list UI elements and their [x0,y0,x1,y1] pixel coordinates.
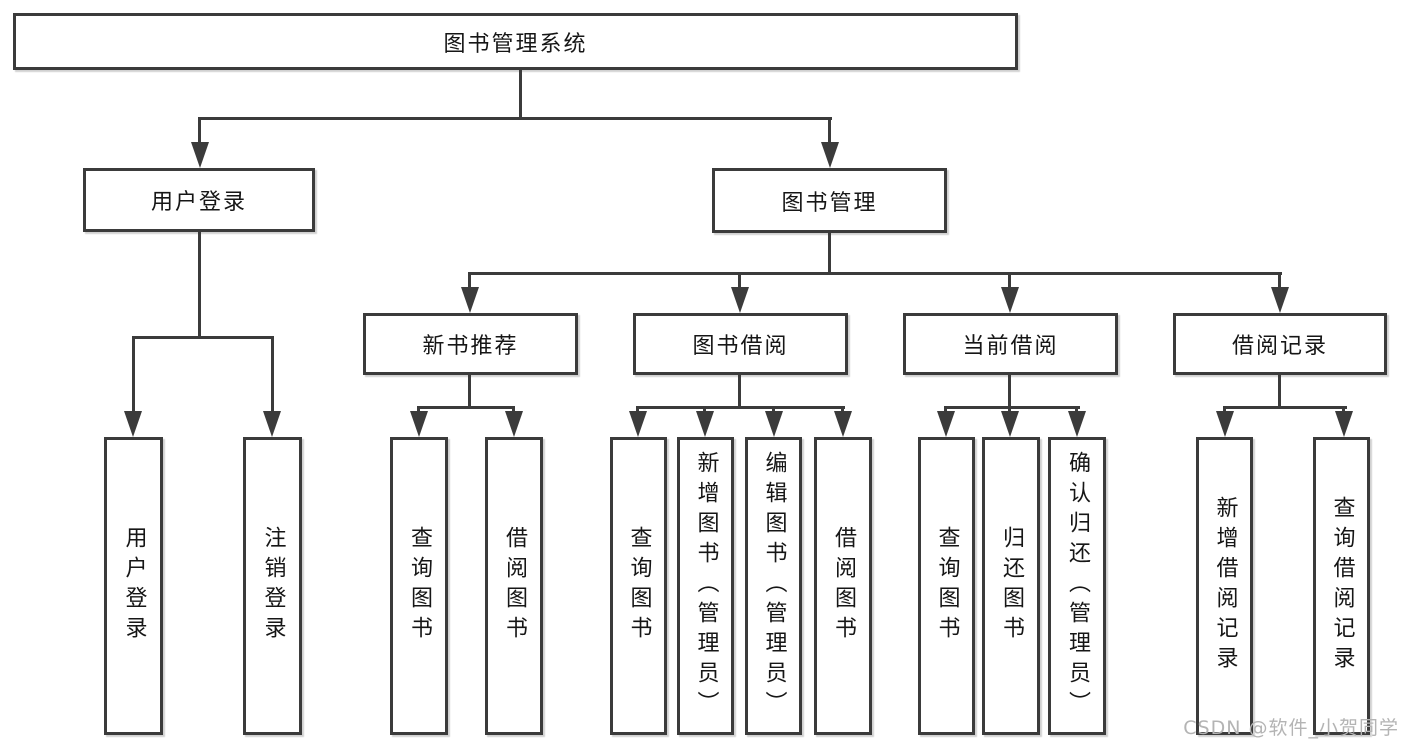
node-user-login: 用户登录 [83,168,315,232]
node-label: 图书借阅 [692,334,789,359]
connector-cb-rail [944,406,1080,409]
connector-cb-stem [1008,375,1011,408]
leaf-user-login: 用户登录 [104,437,163,735]
leaf-borrow-books-bb: 借阅图书 [814,437,872,735]
node-label: 当前借阅 [962,334,1059,359]
arrow-down-icon [696,411,714,437]
node-label: 用户登录 [150,190,247,215]
csdn-watermark: CSDN @软件_小贺同学 [1183,717,1399,739]
node-new-book-recommend: 新书推荐 [363,313,578,375]
connector-br-rail [1223,406,1347,409]
connector-drop-borrow-record [1278,272,1281,290]
arrow-down-icon [731,287,749,313]
node-label: 图书管理 [781,190,878,216]
connector-drop [944,406,947,414]
node-label: 查询借阅记录 [1329,496,1355,676]
connector-book-mgmt-rail [468,272,1282,275]
connector-root-stem [519,70,522,118]
node-label: 确认归还（管理员） [1065,451,1090,721]
leaf-query-books-bb: 查询图书 [610,437,667,735]
connector-drop [636,406,639,414]
connector-nbr-rail [417,406,515,409]
arrow-down-icon [834,411,852,437]
connector-drop [1223,406,1226,414]
node-book-management: 图书管理 [712,168,947,233]
arrow-down-icon [1001,411,1019,437]
node-label: 查询图书 [934,526,960,646]
connector-drop-new-book-rec [468,272,471,290]
connector-drop [1075,406,1078,414]
connector-drop-user-login [198,117,201,145]
arrow-down-icon [821,142,839,168]
leaf-query-borrow-record: 查询借阅记录 [1313,437,1370,735]
node-label: 借阅记录 [1231,334,1328,359]
connector-drop-current-borrow [1008,272,1011,290]
leaf-confirm-return-admin: 确认归还（管理员） [1048,437,1106,735]
leaf-borrow-books-nbr: 借阅图书 [485,437,543,735]
node-label: 图书管理系统 [443,31,588,57]
connector-drop [841,406,844,414]
connector-user-login-rail [132,336,274,339]
arrow-down-icon [629,411,647,437]
arrow-down-icon [1068,411,1086,437]
arrow-down-icon [410,411,428,437]
connector-drop [512,406,515,414]
node-book-borrowing: 图书借阅 [633,313,848,375]
leaf-query-books-nbr: 查询图书 [390,437,448,735]
arrow-down-icon [937,411,955,437]
leaf-edit-books-admin: 编辑图书（管理员） [745,437,802,735]
connector-bb-rail [636,406,845,409]
arrow-down-icon [505,411,523,437]
node-label: 注销登录 [260,526,286,646]
connector-book-mgmt-stem [828,233,831,273]
connector-nbr-stem [468,375,471,408]
arrow-down-icon [1216,411,1234,437]
connector-drop-logout-leaf [271,336,274,413]
leaf-add-books-admin: 新增图书（管理员） [677,437,734,735]
leaf-return-books: 归还图书 [982,437,1040,735]
arrow-down-icon [1335,411,1353,437]
node-label: 归还图书 [999,526,1024,646]
connector-root-rail [199,117,832,120]
arrow-down-icon [124,411,142,437]
node-label: 新增借阅记录 [1212,496,1238,676]
leaf-add-borrow-record: 新增借阅记录 [1196,437,1253,735]
node-label: 借阅图书 [502,526,527,646]
connector-drop-login-leaf [132,336,135,413]
node-label: 查询图书 [407,526,432,646]
connector-drop [772,406,775,414]
node-label: 新书推荐 [422,334,519,359]
connector-drop [417,406,420,414]
node-label: 用户登录 [121,526,147,646]
arrow-down-icon [765,411,783,437]
node-label: 查询图书 [626,526,652,646]
connector-user-login-stem [198,232,201,337]
node-library-management-system: 图书管理系统 [13,13,1018,70]
connector-drop [703,406,706,414]
node-label: 借阅图书 [831,526,856,646]
connector-br-stem [1278,375,1281,408]
arrow-down-icon [461,287,479,313]
node-label: 编辑图书（管理员） [761,451,787,721]
connector-drop [1008,406,1011,414]
node-borrowing-records: 借阅记录 [1173,313,1387,375]
leaf-logout: 注销登录 [243,437,302,735]
connector-drop-book-borrow [738,272,741,290]
arrow-down-icon [263,411,281,437]
node-label: 新增图书（管理员） [693,451,719,721]
leaf-query-books-cb: 查询图书 [918,437,975,735]
arrow-down-icon [1001,287,1019,313]
node-current-borrowing: 当前借阅 [903,313,1118,375]
connector-bb-stem [738,375,741,408]
connector-drop-book-mgmt [828,117,831,145]
connector-drop [1342,406,1345,414]
arrow-down-icon [1271,287,1289,313]
arrow-down-icon [191,142,209,168]
